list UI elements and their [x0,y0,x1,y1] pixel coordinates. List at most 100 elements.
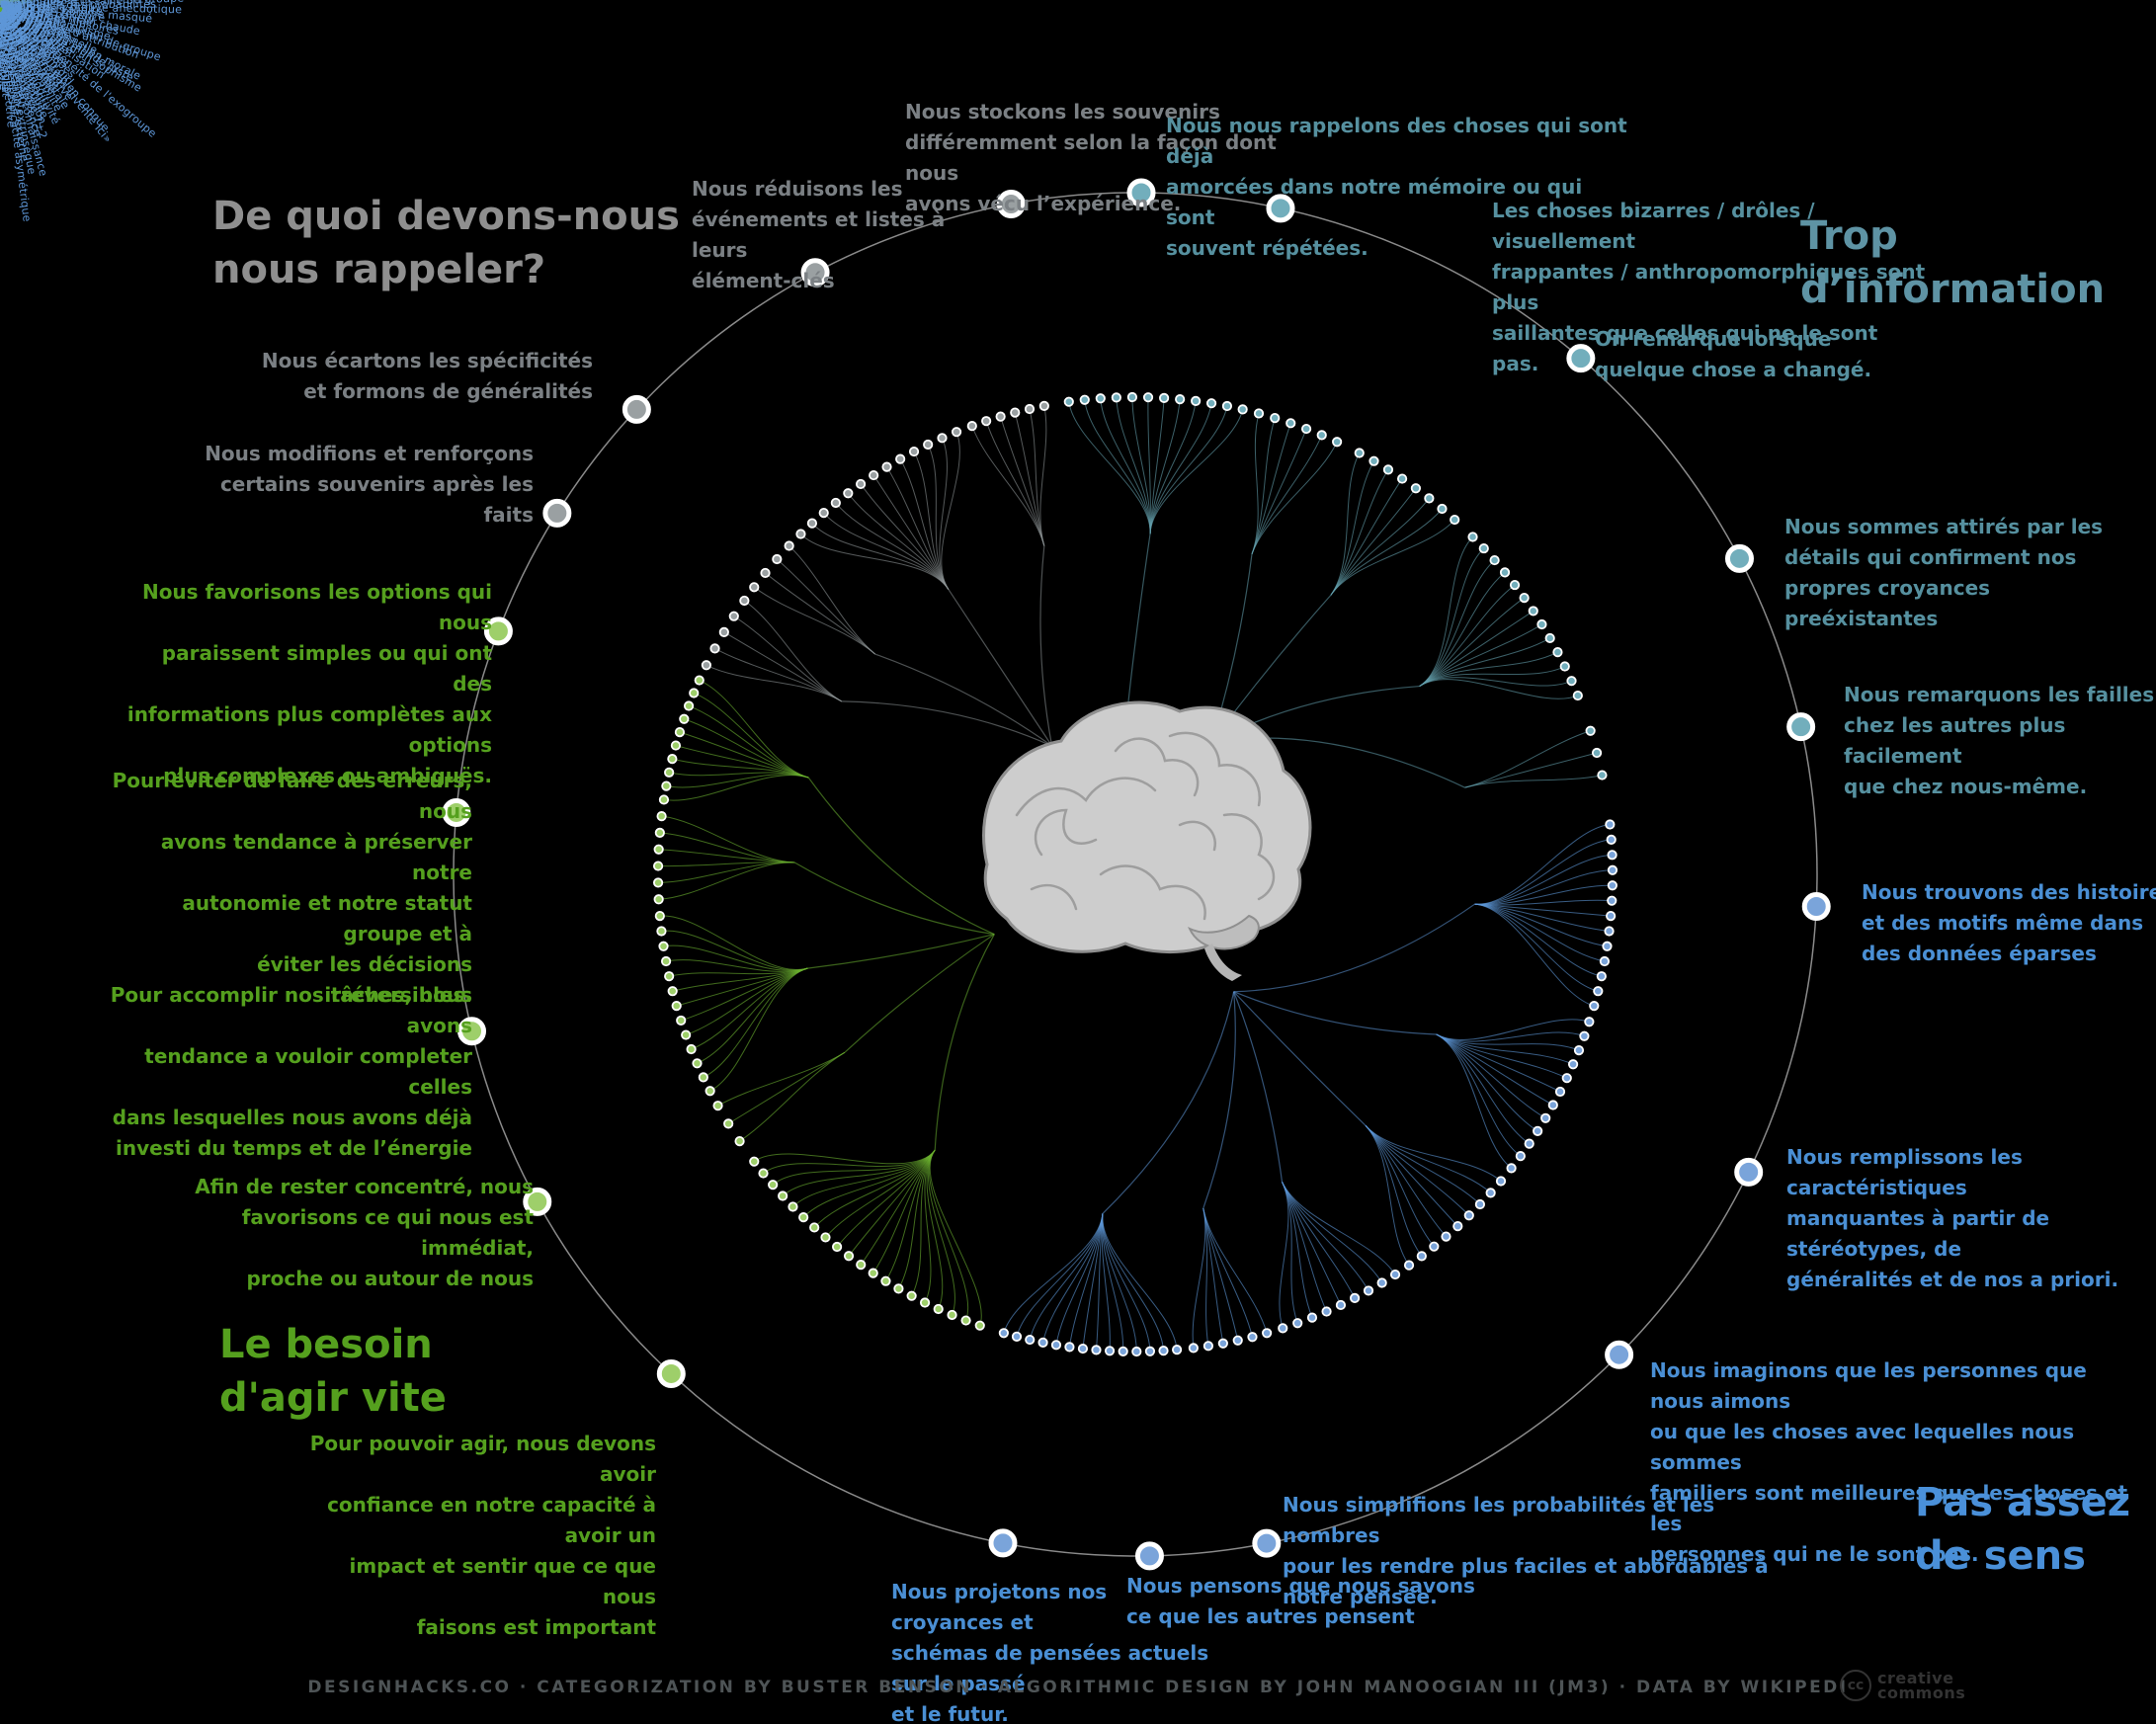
bias-dot [1025,1334,1036,1346]
annotation-dot-accomplir [457,1017,487,1046]
leaf-curve [675,745,809,779]
leaf-curve [1251,417,1276,554]
leaf-curve [659,915,808,971]
leaf-curve [1330,460,1374,596]
bias-dot [1591,747,1603,759]
bias-dot [1104,1346,1116,1356]
leaf-curve [1419,547,1485,687]
bias-dot [966,421,977,432]
branch-trunk [841,700,1052,747]
leaf-curve [1016,1213,1104,1337]
bias-dot [698,1072,708,1083]
bias-dot [1232,1335,1243,1346]
bias-dot [1332,437,1343,448]
bias-dot [1191,395,1202,406]
bias-dot [1403,1260,1415,1271]
branch-trunk [1233,991,1437,1035]
leaf-curve [941,431,960,590]
leaf-curve [1419,679,1579,699]
bias-dot [749,582,760,593]
bias-dot [656,811,667,822]
bias-dot [681,1029,692,1040]
bias-dot [843,488,854,499]
bias-dot [895,453,906,464]
bias-dot [1429,1241,1440,1252]
bias-dot [1159,392,1170,403]
bias-dot [739,595,750,607]
bias-dot [1126,391,1138,403]
bias-dot [1607,880,1617,891]
bias-dot [683,700,695,711]
bias-dot [788,1201,798,1212]
bias-dot [670,740,682,751]
bias-dot [1202,1341,1213,1352]
leaf-curve [658,862,795,867]
leaf-curve [1464,752,1598,788]
bias-dot [1171,1345,1183,1355]
bias-dot [658,794,670,805]
bias-dot [880,1275,891,1286]
footer-credits: DESIGNHACKS.CO · CATEGORIZATION BY BUSTE… [307,1678,1849,1697]
leaf-curve [1251,428,1307,554]
leaf-curve [985,421,1045,546]
leaf-curve [1419,584,1516,687]
bias-dot [1540,1112,1551,1123]
leaf-curve [1251,423,1291,554]
leaf-curve [772,1149,936,1186]
bias-dot [1131,1346,1142,1357]
bias-dot [712,1101,723,1111]
bias-dot [1536,618,1547,630]
bias-dot [820,1232,831,1243]
leaf-curve [1102,1213,1178,1351]
annotation-dot-reduisons [800,258,830,287]
bias-dot [1554,1086,1566,1098]
bias-dot [661,780,672,791]
annotation-dot-eviter [442,797,471,827]
bias-dot [686,1043,697,1055]
leaf-curve [1282,1182,1356,1299]
bias-dot [795,529,806,539]
bias-dot [1095,393,1106,404]
leaf-curve [666,774,809,788]
cc-icon: cc [1840,1670,1871,1701]
leaf-curve [1282,1182,1369,1291]
bias-dot [1573,1044,1585,1056]
leaf-curve [924,1149,936,1303]
leaf-curve [1330,519,1455,596]
annotation-dot-pensons [1134,1541,1164,1571]
leaf-curve [860,1149,936,1266]
leaf-curve [676,967,808,1007]
bias-dot [718,626,729,637]
bias-dot [919,1297,931,1308]
bias-dot [1485,1188,1496,1198]
bias-dot [1533,1125,1543,1136]
bias-dot [1593,986,1604,997]
annotation-dot-projetons [988,1528,1018,1558]
bias-dot [652,877,664,888]
annotation-dot-bizarres [1266,194,1295,223]
leaf-curve [928,1149,968,1321]
leaf-curve [847,492,950,590]
bias-dot [960,1315,971,1326]
bias-dot [749,1156,760,1167]
bias-dot [709,643,720,654]
bias-dot [1285,418,1296,429]
bias-dot [1602,941,1613,951]
leaf-curve [1149,403,1212,534]
bias-dot [1606,910,1617,922]
bias-dot [705,1086,715,1097]
leaf-curve [658,862,795,883]
leaf-curve [1029,1213,1104,1341]
bias-dot [843,1251,855,1262]
leaf-curve [733,616,842,702]
bias-dot [1416,1251,1427,1262]
leaf-curve [1436,1033,1574,1065]
bias-dot [1478,542,1489,554]
bias-dot [1292,1318,1303,1329]
annotation-dot-attires [1724,543,1754,573]
leaf-curve [1436,1033,1522,1157]
bias-dot [1489,554,1500,566]
bias-dot [1463,1210,1474,1221]
bias-dot [809,1222,820,1233]
branch-trunk [807,777,995,936]
